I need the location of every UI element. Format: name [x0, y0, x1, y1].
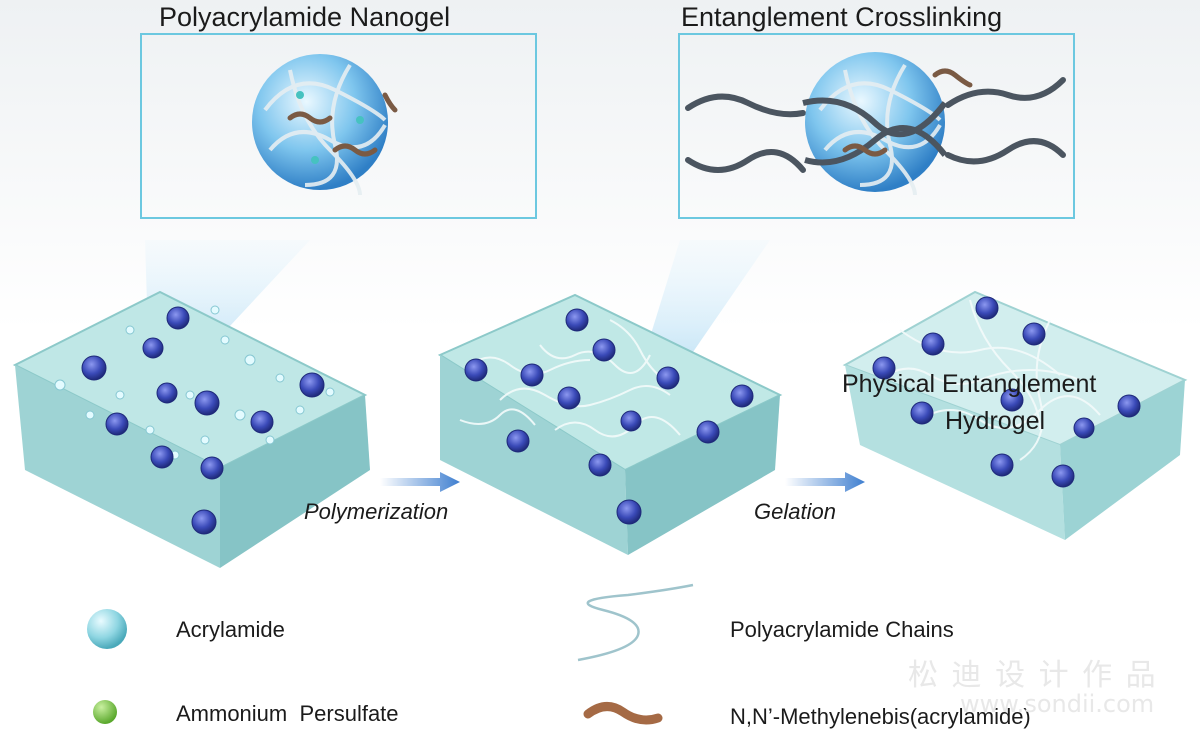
nanogel-box [140, 33, 537, 219]
entanglement-box [678, 33, 1075, 219]
watermark-url: www.sondii.com [960, 690, 1155, 718]
brown-worm-icon [583, 702, 663, 725]
legend-polyacrylamide-chains: Polyacrylamide Chains [730, 617, 954, 642]
arrow-polymerization [380, 472, 460, 492]
product-label-line1: Physical Entanglement [842, 370, 1097, 398]
legend-methylenebis: N,N’-Methylenebis(acrylamide) [730, 704, 1031, 729]
nanogel-inset [252, 54, 398, 196]
legend-ammonium-persulfate: Ammonium Persulfate [176, 701, 399, 726]
entanglement-inset [685, 52, 1066, 196]
legend-acrylamide: Acrylamide [176, 617, 285, 642]
nanogel-particles [81, 296, 1141, 535]
green-dot-icon [93, 700, 117, 724]
gel-block-hydrogel [842, 290, 1188, 540]
polymerization-label: Polymerization [304, 499, 449, 524]
product-label-line2: Hydrogel [945, 407, 1046, 435]
polymer-chains [459, 299, 1101, 461]
watermark-chinese: 松 迪 设 计 作 品 [908, 658, 1158, 693]
arrow-gelation [785, 472, 865, 492]
gel-block-polymer [437, 293, 783, 555]
gel-block-monomer [12, 290, 370, 568]
gelation-label: Gelation [754, 499, 836, 524]
entanglement-title: Entanglement Crosslinking [681, 2, 1003, 32]
chain-curve-icon [577, 583, 694, 662]
nanogel-title: Polyacrylamide Nanogel [159, 2, 451, 32]
teal-sphere-icon [87, 609, 127, 649]
